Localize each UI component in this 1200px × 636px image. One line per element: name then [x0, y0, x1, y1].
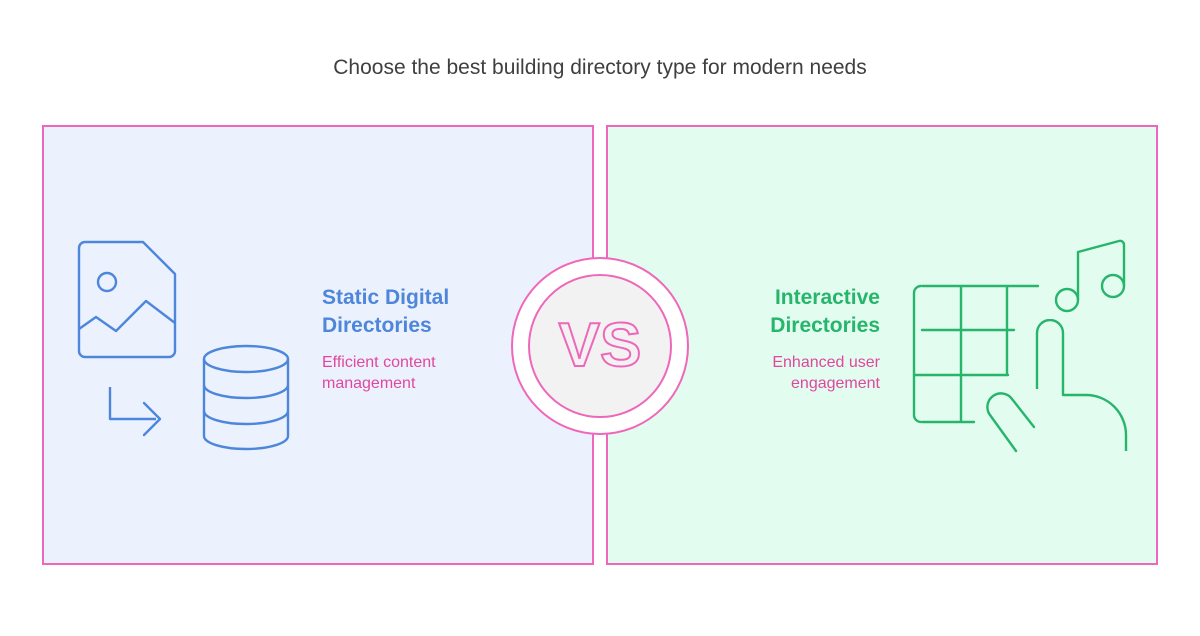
static-directories-heading: Static Digital Directories [322, 286, 450, 337]
interactive-directories-panel: Interactive Directories Enhanced user en… [606, 125, 1158, 565]
database-icon [202, 344, 290, 451]
page-title: Choose the best building directory type … [333, 56, 867, 79]
grid-icon [912, 284, 1040, 424]
static-directories-panel: Static Digital Directories Efficient con… [42, 125, 594, 565]
arrow-icon [108, 387, 162, 437]
svg-text:VS: VS [559, 311, 642, 380]
interactive-directories-heading: Interactive Directories [770, 286, 880, 337]
image-file-icon [77, 240, 177, 359]
vs-label-wrap: VS [510, 256, 690, 436]
interactive-directories-description: Enhanced user engagement [772, 354, 880, 392]
vs-badge: VS [510, 256, 690, 436]
static-directories-description: Efficient content management [322, 354, 436, 392]
vs-circle [511, 257, 689, 435]
music-note-icon [1054, 239, 1126, 313]
vs-label: VS [558, 310, 643, 381]
hand-pointer-icon [986, 319, 1128, 453]
